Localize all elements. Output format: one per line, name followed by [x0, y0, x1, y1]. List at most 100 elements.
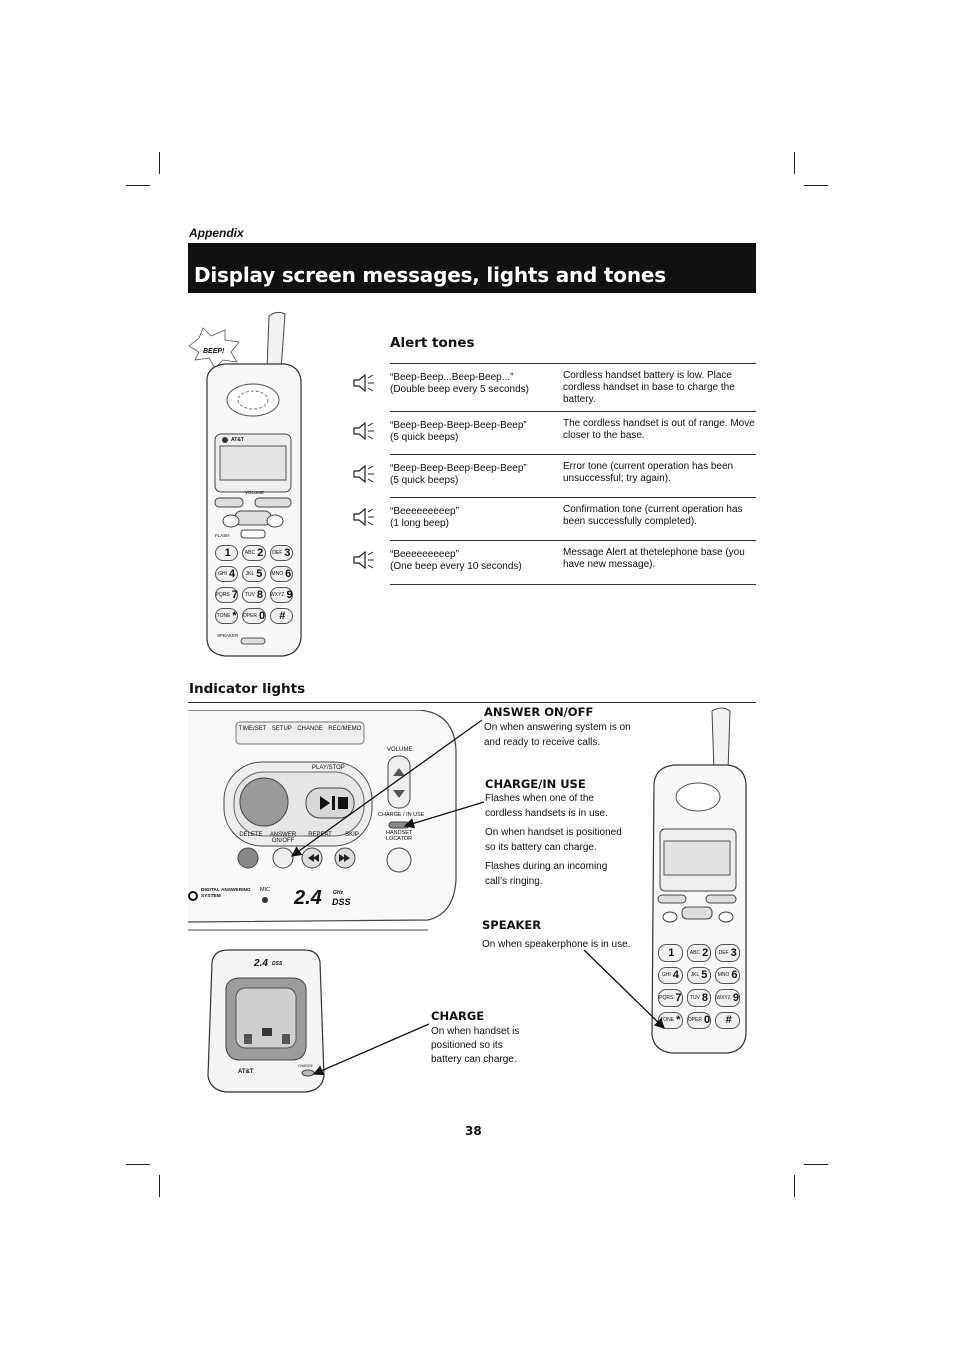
speaker-label: SPEAKER	[217, 633, 239, 638]
key-letters: GHI	[661, 972, 671, 979]
key-letters: TUV	[689, 994, 700, 1001]
crop-mark	[159, 152, 160, 174]
charger-drawing	[207, 949, 325, 1093]
handset-locator-label: HANDSET LOCATOR	[386, 830, 413, 842]
volume-label: VOLUME	[387, 747, 413, 753]
callout-charge-in-use-title: CHARGE/IN USE	[485, 777, 586, 791]
base-button-label: ANSWER ON/OFF	[269, 832, 297, 844]
speaker-icon	[353, 464, 374, 484]
tone-pattern: “Beep-Beep-Beep-Beep-Beep”	[390, 420, 527, 431]
leader-charge-in-use-line	[403, 801, 485, 829]
key-letters: ABC	[244, 550, 256, 556]
speaker-icon	[353, 421, 374, 441]
mic-label: MIC	[260, 887, 271, 893]
keypad-key: TONE*	[215, 608, 239, 624]
tone-pattern: “Beeeeeeeeep”	[390, 506, 459, 517]
key-number: *	[676, 1014, 681, 1027]
tone-row: “Beep-Beep...Beep-Beep...”(Double beep e…	[390, 363, 756, 412]
key-number: 7	[675, 991, 682, 1004]
base-unit-drawing	[187, 709, 457, 931]
key-number: 5	[256, 568, 263, 580]
logo-freq: 2.4	[294, 887, 322, 909]
handset-brand: AT&T	[231, 437, 244, 443]
handset-drawing	[188, 311, 302, 657]
key-number: 8	[701, 991, 709, 1004]
key-number: 2	[702, 946, 709, 959]
crop-mark	[126, 1164, 150, 1165]
callout-charge-title: CHARGE	[431, 1009, 485, 1023]
base-button-label: CHANGE	[297, 726, 323, 732]
crop-mark	[804, 185, 828, 186]
play-stop-label: PLAY/STOP	[312, 765, 345, 771]
tone-meaning: The cordless handset is out of range. Mo…	[563, 418, 755, 441]
callout-charge-in-use-text: Flashes when one of the cordless handset…	[485, 793, 622, 887]
charger-logo-freq: 2.4	[254, 958, 268, 969]
tone-detail: (One beep every 10 seconds)	[390, 561, 522, 572]
key-letters: OPER	[242, 613, 258, 619]
logo-ghz: GHz	[333, 890, 343, 896]
key-letters: JKL	[690, 972, 700, 979]
key-letters: PQRS	[215, 592, 230, 598]
keypad-key: #	[715, 1011, 740, 1029]
key-number: 6	[285, 568, 292, 580]
speaker-icon	[353, 550, 374, 570]
key-number: 6	[731, 969, 738, 982]
beep-label: BEEP!	[203, 348, 225, 355]
key-number: #	[279, 610, 286, 622]
base-button-label: TIME/SET	[238, 726, 267, 732]
crop-mark	[159, 1175, 160, 1197]
key-number: 9	[286, 589, 293, 601]
key-number: 5	[701, 969, 708, 982]
crop-mark	[794, 1175, 795, 1197]
tone-detail: (1 long beep)	[390, 518, 449, 529]
tone-meaning: Cordless handset battery is low. Place c…	[563, 370, 735, 405]
key-letters: GHI	[218, 571, 228, 577]
tone-description: “Beep-Beep-Beep-Beep-Beep”(5 quick beeps…	[390, 463, 550, 487]
key-letters: JKL	[245, 571, 255, 577]
tone-description: “Beeeeeeeeep”(One beep every 10 seconds)	[390, 549, 550, 573]
flash-label: FLASH	[215, 533, 230, 538]
tone-detail: (Double beep every 5 seconds)	[390, 384, 529, 395]
key-number: 3	[730, 946, 737, 959]
tone-meaning: Error tone (current operation has been u…	[563, 461, 734, 484]
callout-charge-text: On when handset is positioned so its bat…	[431, 1026, 520, 1065]
section-label: Appendix	[189, 226, 244, 240]
key-letters: TUV	[244, 592, 255, 598]
tone-pattern: “Beeeeeeeeep”	[390, 549, 459, 560]
key-number: #	[725, 1014, 732, 1027]
base-button-label: DELETE	[239, 832, 263, 838]
base-button-label: REC/MEMO	[328, 726, 362, 732]
key-letters: ABC	[689, 949, 701, 956]
alert-tones-heading: Alert tones	[390, 335, 475, 351]
keypad-key: 1	[658, 944, 683, 962]
key-number: 2	[257, 547, 264, 559]
charger-logo-dss: DSS	[272, 961, 283, 967]
key-letters: TONE	[660, 1017, 675, 1024]
crop-mark	[804, 1164, 828, 1165]
charger-brand: AT&T	[238, 1069, 254, 1075]
callout-answer-title: ANSWER ON/OFF	[484, 705, 594, 719]
key-letters: PQRS	[659, 994, 674, 1001]
key-number: 4	[229, 568, 236, 580]
key-number: 1	[224, 547, 231, 559]
leader-speaker-line	[583, 949, 665, 1029]
key-number: 9	[732, 991, 739, 1004]
key-letters: DEF	[272, 550, 283, 556]
charger-charge-label: CHARGE	[298, 1064, 313, 1068]
